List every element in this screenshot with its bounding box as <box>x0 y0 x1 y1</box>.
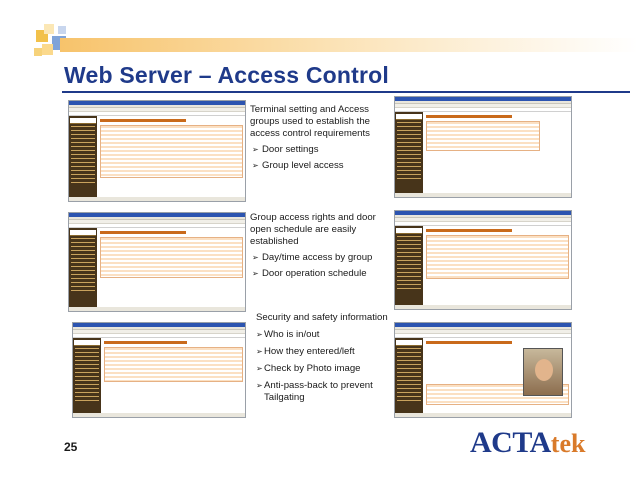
bullet-item: ➢Group level access <box>252 160 344 171</box>
bullet-item: ➢Door operation schedule <box>252 268 367 279</box>
section-intro: Terminal setting and Access groups used … <box>250 104 371 139</box>
bullet-item: ➢Door settings <box>252 144 319 155</box>
header-gradient-bar <box>60 38 638 52</box>
actatek-logo: ACTAtek <box>470 426 585 460</box>
section-intro: Group access rights and door open schedu… <box>250 212 376 247</box>
arrowhead-bullet-icon: ➢ <box>256 347 263 356</box>
screenshot-user-list <box>72 322 246 418</box>
bullet-item: ➢Anti-pass-back to prevent Tailgating <box>256 380 373 403</box>
logo-part-tek: tek <box>550 429 586 458</box>
decor-square <box>34 48 42 56</box>
bullet-item: ➢Day/time access by group <box>252 252 373 263</box>
arrowhead-bullet-icon: ➢ <box>252 161 259 170</box>
user-photo <box>523 348 563 396</box>
screenshot-group-access-rights <box>68 212 246 312</box>
arrowhead-bullet-icon: ➢ <box>252 145 259 154</box>
arrowhead-bullet-icon: ➢ <box>256 364 263 373</box>
title-underline <box>62 91 630 93</box>
screenshot-event-log-photo <box>394 322 572 418</box>
logo-part-acta: ACTA <box>470 426 551 459</box>
arrowhead-bullet-icon: ➢ <box>252 269 259 278</box>
section-group-access: Group access rights and door open schedu… <box>250 212 390 280</box>
page-number: 25 <box>64 440 78 454</box>
section-terminal-settings: Terminal setting and Access groups used … <box>250 104 390 172</box>
arrowhead-bullet-icon: ➢ <box>256 330 263 339</box>
section-security-info: Security and safety information ➢Who is … <box>256 312 392 404</box>
section-intro: Security and safety information <box>256 312 388 323</box>
decor-square <box>42 44 53 55</box>
screenshot-terminal-settings <box>68 100 246 202</box>
screenshot-door-schedule <box>394 210 572 310</box>
bullet-item: ➢How they entered/left <box>256 346 355 357</box>
bullet-item: ➢Who is in/out <box>256 329 320 340</box>
slide-title: Web Server – Access Control <box>64 62 389 88</box>
arrowhead-bullet-icon: ➢ <box>256 381 263 390</box>
bullet-item: ➢Check by Photo image <box>256 363 361 374</box>
arrowhead-bullet-icon: ➢ <box>252 253 259 262</box>
decor-square <box>58 26 66 34</box>
decor-square <box>44 24 54 34</box>
screenshot-access-groups <box>394 96 572 198</box>
